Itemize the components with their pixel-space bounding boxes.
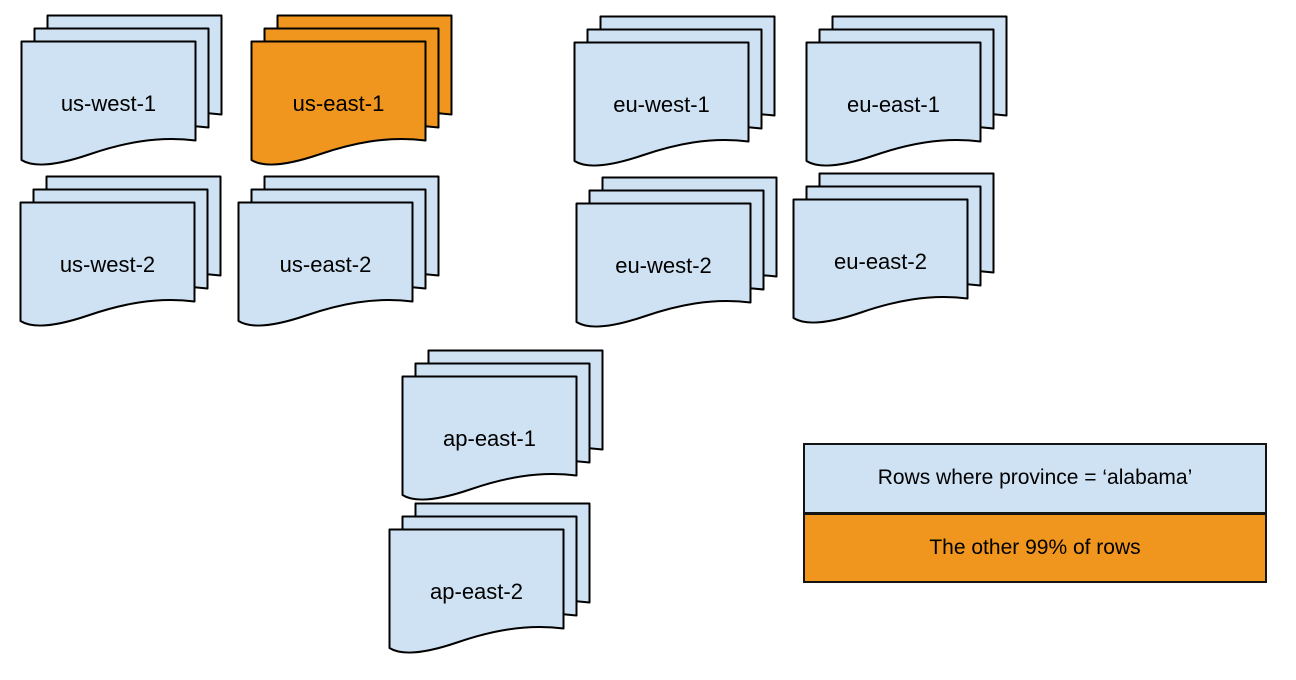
document-stack-ap-east-1: ap-east-1 — [401, 349, 604, 502]
document-sheet — [388, 528, 565, 654]
document-stack-us-east-1: us-east-1 — [250, 14, 453, 167]
document-stack-us-east-2: us-east-2 — [237, 175, 440, 328]
document-pages-icon — [401, 349, 604, 501]
document-stack-ap-east-2: ap-east-2 — [388, 502, 591, 655]
document-sheet — [237, 201, 414, 327]
legend-item-label: Rows where province = ‘alabama’ — [877, 466, 1193, 490]
document-sheet — [575, 202, 752, 328]
document-pages-icon — [250, 14, 453, 166]
document-pages-icon — [19, 175, 222, 327]
document-stack-us-west-1: us-west-1 — [20, 14, 223, 167]
legend: Rows where province = ‘alabama’ The othe… — [803, 443, 1267, 583]
legend-item-other-rows: The other 99% of rows — [805, 514, 1265, 581]
document-pages-icon — [20, 14, 223, 166]
document-sheet — [19, 201, 196, 327]
document-stack-eu-east-2: eu-east-2 — [792, 172, 995, 325]
document-sheet — [792, 198, 969, 324]
document-pages-icon — [237, 175, 440, 327]
document-pages-icon — [388, 502, 591, 654]
document-stack-eu-west-1: eu-west-1 — [573, 15, 776, 168]
document-stack-eu-east-1: eu-east-1 — [805, 15, 1008, 168]
document-stack-us-west-2: us-west-2 — [19, 175, 222, 328]
legend-item-label: The other 99% of rows — [929, 535, 1141, 559]
document-pages-icon — [805, 15, 1008, 167]
document-sheet — [250, 40, 427, 166]
document-pages-icon — [575, 176, 778, 328]
document-sheet — [20, 40, 197, 166]
document-sheet — [805, 41, 982, 167]
document-sheet — [401, 375, 578, 501]
legend-item-alabama-rows: Rows where province = ‘alabama’ — [805, 445, 1265, 515]
document-pages-icon — [573, 15, 776, 167]
document-sheet — [573, 41, 750, 167]
document-pages-icon — [792, 172, 995, 324]
document-stack-eu-west-2: eu-west-2 — [575, 176, 778, 329]
